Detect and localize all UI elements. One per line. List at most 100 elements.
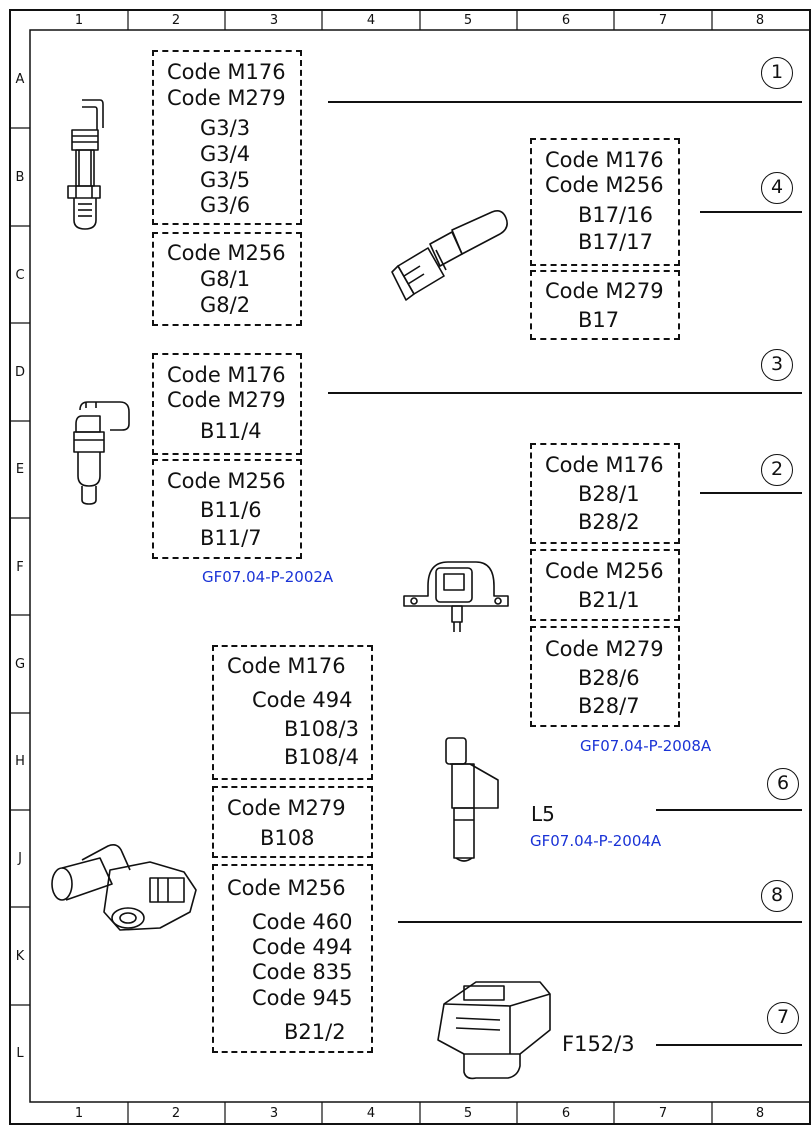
code-label: Code M176 bbox=[545, 148, 664, 172]
code-label: Code M279 bbox=[545, 637, 664, 661]
code-box-b21-1 bbox=[530, 549, 680, 621]
code-box-b28-6-7 bbox=[530, 626, 680, 727]
column-label: 1 bbox=[74, 13, 84, 28]
component-label: B28/6 bbox=[578, 666, 640, 690]
component-label: B28/7 bbox=[578, 694, 640, 718]
document-reference-link[interactable]: GF07.04-P-2004A bbox=[530, 832, 662, 850]
manifold-sensor-drawing bbox=[51, 844, 197, 931]
component-label: B11/7 bbox=[200, 526, 262, 550]
row-label: K bbox=[15, 949, 25, 964]
component-label: B21/1 bbox=[578, 588, 640, 612]
code-label: Code M279 bbox=[545, 279, 664, 303]
leader-line-4 bbox=[700, 211, 802, 213]
code-label: Code M256 bbox=[167, 241, 286, 265]
component-label: B17/16 bbox=[578, 203, 653, 227]
item-number-8: 8 bbox=[761, 880, 793, 912]
code-label: Code M176 bbox=[227, 654, 346, 678]
row-label: D bbox=[14, 365, 25, 380]
code-label: Code M256 bbox=[227, 876, 346, 900]
row-label: E bbox=[15, 462, 25, 477]
column-label: 2 bbox=[171, 1106, 181, 1121]
code-box-b108 bbox=[212, 786, 373, 858]
row-label: F bbox=[16, 560, 24, 575]
component-label: G3/4 bbox=[200, 142, 251, 166]
leader-line-8 bbox=[398, 921, 802, 923]
column-label: 1 bbox=[74, 1106, 84, 1121]
code-label: Code M279 bbox=[167, 86, 286, 110]
code-label: Code M176 bbox=[167, 60, 286, 84]
temperature-sensor-drawing bbox=[73, 401, 130, 505]
component-label: B21/2 bbox=[284, 1020, 346, 1044]
code-box-b108-3-4 bbox=[212, 645, 373, 780]
oxygen-sensor-drawing bbox=[67, 99, 104, 230]
component-label: B11/6 bbox=[200, 498, 262, 522]
component-label: G8/2 bbox=[200, 293, 251, 317]
row-label: L bbox=[16, 1046, 24, 1061]
row-label: A bbox=[15, 72, 25, 87]
column-label: 6 bbox=[561, 13, 571, 28]
column-label: 4 bbox=[366, 1106, 376, 1121]
row-label: G bbox=[14, 657, 26, 672]
component-label: G8/1 bbox=[200, 267, 251, 291]
code-label: Code 460 bbox=[252, 910, 353, 934]
component-label: G3/3 bbox=[200, 116, 251, 140]
code-label: Code 494 bbox=[252, 935, 353, 959]
component-label: B17 bbox=[578, 308, 620, 332]
component-label: B17/17 bbox=[578, 230, 653, 254]
code-box-b28-1-2 bbox=[530, 443, 680, 544]
camshaft-sensor-drawing bbox=[391, 210, 508, 301]
leader-line-7 bbox=[656, 1044, 802, 1046]
leader-line-1 bbox=[328, 101, 802, 103]
code-box-b17-sensors bbox=[530, 138, 680, 266]
component-label: B28/2 bbox=[578, 510, 640, 534]
control-module-drawing bbox=[437, 981, 551, 1080]
leader-line-3 bbox=[328, 392, 802, 394]
code-box-b21-2 bbox=[212, 864, 373, 1053]
column-label: 4 bbox=[366, 13, 376, 28]
component-label: B108/4 bbox=[284, 745, 359, 769]
column-label: 8 bbox=[755, 13, 765, 28]
code-label: Code M176 bbox=[167, 363, 286, 387]
column-label: 6 bbox=[561, 1106, 571, 1121]
item-number-2: 2 bbox=[761, 454, 793, 486]
item-number-6: 6 bbox=[767, 768, 799, 800]
column-label: 3 bbox=[269, 13, 279, 28]
row-label: H bbox=[15, 754, 25, 769]
document-reference-link[interactable]: GF07.04-P-2008A bbox=[580, 737, 712, 755]
code-box-g3-sensors bbox=[152, 50, 302, 225]
code-box-b17 bbox=[530, 270, 680, 340]
code-label: Code M279 bbox=[227, 796, 346, 820]
leader-line-2 bbox=[700, 492, 802, 494]
document-reference-link[interactable]: GF07.04-P-2002A bbox=[202, 568, 334, 586]
column-label: 3 bbox=[269, 1106, 279, 1121]
column-label: 7 bbox=[658, 1106, 668, 1121]
row-label: J bbox=[18, 851, 22, 866]
column-label: 5 bbox=[463, 1106, 473, 1121]
code-box-b11-4 bbox=[152, 353, 302, 455]
component-label: L5 bbox=[531, 802, 555, 826]
code-label: Code M256 bbox=[545, 559, 664, 583]
code-label: Code M176 bbox=[545, 453, 664, 477]
column-label: 7 bbox=[658, 13, 668, 28]
column-label: 2 bbox=[171, 13, 181, 28]
item-number-3: 3 bbox=[761, 349, 793, 381]
code-label: Code M279 bbox=[167, 388, 286, 412]
code-box-b11-6-7 bbox=[152, 459, 302, 559]
component-label: B108/3 bbox=[284, 717, 359, 741]
component-label: G3/6 bbox=[200, 193, 251, 217]
leader-line-6 bbox=[656, 809, 802, 811]
code-box-g8-sensors bbox=[152, 232, 302, 326]
component-label: B28/1 bbox=[578, 482, 640, 506]
item-number-7: 7 bbox=[767, 1002, 799, 1034]
item-number-1: 1 bbox=[761, 57, 793, 89]
row-label: C bbox=[15, 268, 25, 283]
column-label: 8 bbox=[755, 1106, 765, 1121]
crankshaft-sensor-drawing bbox=[445, 737, 499, 862]
code-label: Code M256 bbox=[545, 173, 664, 197]
component-label: F152/3 bbox=[562, 1032, 635, 1056]
item-number-4: 4 bbox=[761, 172, 793, 204]
component-label: B11/4 bbox=[200, 419, 262, 443]
code-label: Code 945 bbox=[252, 986, 353, 1010]
